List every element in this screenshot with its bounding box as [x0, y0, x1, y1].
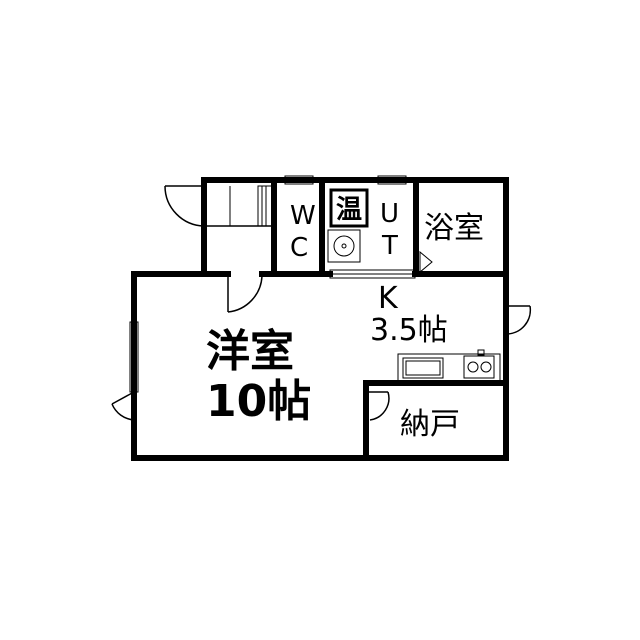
toilet-room: W C	[284, 175, 316, 263]
storage-room: 納戸	[366, 391, 460, 442]
storage-label: 納戸	[400, 407, 460, 442]
western-room-name: 洋室	[206, 326, 294, 377]
outer-walls	[131, 177, 509, 461]
water-heater-icon: 温	[336, 195, 362, 225]
bath-room: 浴室	[424, 211, 484, 246]
toilet-label-c: C	[290, 233, 308, 263]
western-room-size: 10帖	[206, 376, 311, 427]
toilet-label-w: W	[290, 201, 316, 231]
interior-walls	[271, 177, 509, 461]
entrance	[164, 185, 274, 227]
kitchen: K 3.5帖	[370, 281, 532, 382]
kitchen-size: 3.5帖	[370, 313, 448, 348]
utility-room: 温 U T	[327, 175, 433, 279]
utility-label-t: T	[381, 231, 398, 261]
utility-label-u: U	[380, 199, 399, 229]
bath-label: 浴室	[424, 211, 484, 246]
western-room: 洋室 10帖	[111, 274, 311, 427]
kitchen-name: K	[378, 281, 399, 316]
